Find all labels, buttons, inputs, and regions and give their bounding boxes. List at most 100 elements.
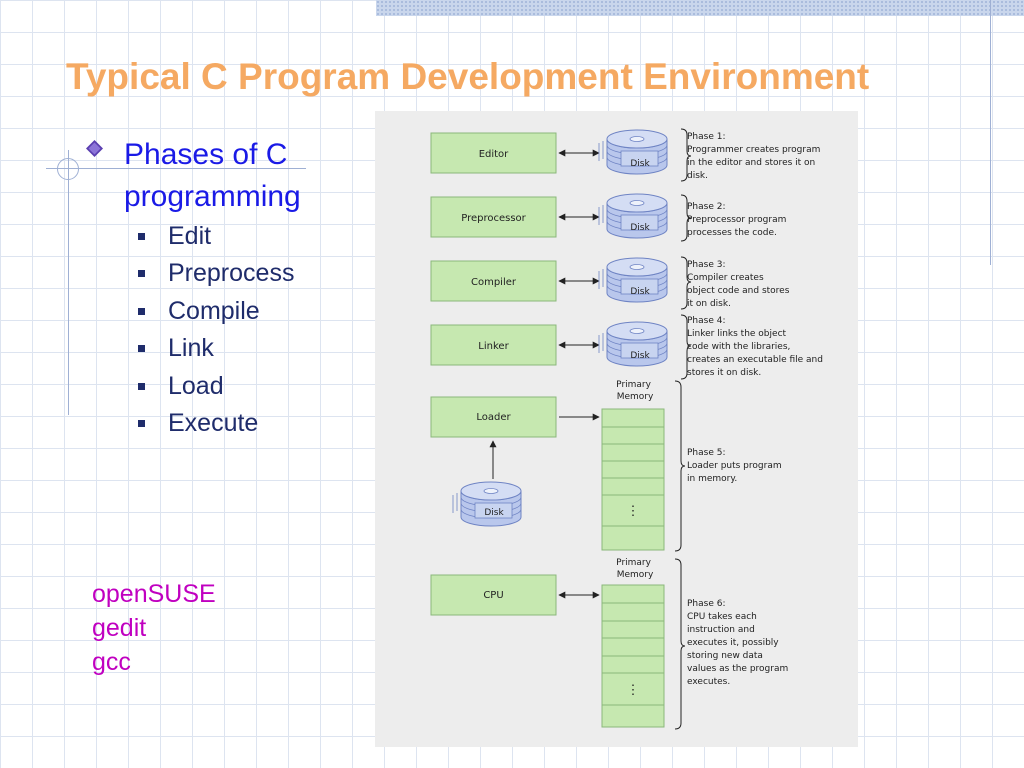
phase-6-line-7: executes.	[687, 677, 730, 687]
phase-4-brace	[680, 314, 692, 380]
slide-title: Typical C Program Development Environmen…	[66, 56, 870, 97]
disk-label: Disk	[630, 351, 650, 361]
cpu-box	[430, 574, 557, 616]
primary-memory-label: Primary Memory	[616, 380, 654, 402]
stage-preprocessor: Preprocessor Disk Phase 2: Preprocessor …	[430, 193, 789, 242]
phase-6-line-6: values as the program	[687, 664, 788, 674]
phase-4-text: Phase 4: Linker links the object code wi…	[687, 316, 826, 378]
stage-loader: Loader Disk Primary Memory ⋮ Phase 5: Lo…	[430, 380, 784, 552]
note-editor: gedit	[92, 614, 147, 642]
diamond-bullet-icon	[86, 140, 103, 157]
bullet-label: Execute	[168, 408, 259, 437]
phase-6-line-5: storing new data	[687, 651, 763, 661]
linker-box	[430, 324, 557, 366]
development-phases-figure: Editor Disk Phase 1: Programmer creates …	[375, 111, 858, 747]
phase-2-line-2: Preprocessor program	[687, 215, 786, 225]
left-decor-circle	[57, 158, 79, 180]
bullet-label: Compile	[168, 296, 260, 325]
tools-notes: openSUSE gedit gcc	[92, 577, 216, 679]
disk-label: Disk	[630, 159, 650, 169]
main-bullet-text: Phases of C programming	[124, 138, 301, 213]
disk-label: Disk	[630, 287, 650, 297]
phase-5-line-3: in memory.	[687, 474, 737, 484]
primary-memory-2-line-2: Memory	[617, 570, 654, 580]
phase-2-text: Phase 2: Preprocessor program processes …	[687, 202, 789, 238]
phase-1-line-2: Programmer creates program	[687, 145, 820, 155]
phase-4-line-4: creates an executable file and	[687, 355, 823, 365]
main-bullet: Phases of C programming	[86, 134, 346, 218]
phase-6-brace	[674, 558, 686, 730]
memory-rows	[602, 426, 664, 527]
editor-box	[430, 132, 557, 174]
cpu-label: CPU	[483, 590, 503, 601]
phase-6-text: Phase 6: CPU takes each instruction and …	[687, 599, 791, 687]
memory-rows-2	[602, 602, 664, 706]
phase-1-line-3: in the editor and stores it on	[687, 158, 815, 168]
bullet-label: Preprocess	[168, 259, 295, 288]
square-bullet-icon	[138, 382, 145, 390]
phase-1-text: Phase 1: Programmer creates program in t…	[687, 132, 823, 181]
phase-4-line-5: stores it on disk.	[687, 368, 761, 378]
stage-cpu: CPU Primary Memory ⋮ Phase 6: CPU takes …	[430, 558, 791, 730]
phase-5-line-2: Loader puts program	[687, 461, 782, 471]
square-bullet-icon	[138, 345, 145, 353]
phase-6-line-4: executes it, possibly	[687, 638, 779, 648]
disk-label: Disk	[484, 508, 504, 518]
right-decor-line	[990, 0, 991, 265]
phase-6-line-3: instruction and	[687, 625, 755, 635]
phase-5-line-1: Phase 5:	[687, 448, 726, 458]
phase-3-line-4: it on disk.	[687, 299, 731, 309]
phase-4-line-1: Phase 4:	[687, 316, 726, 326]
phase-4-line-2: Linker links the object	[687, 329, 787, 339]
left-decor-line	[68, 150, 69, 415]
primary-memory-2-line-1: Primary	[616, 558, 651, 568]
phase-6-line-1: Phase 6:	[687, 599, 726, 609]
phase-1-line-4: disk.	[687, 171, 708, 181]
loader-box	[430, 396, 557, 438]
phase-3-line-3: object code and stores	[687, 286, 790, 296]
compiler-box	[430, 260, 557, 302]
bullet-label: Edit	[168, 222, 212, 250]
phase-5-text: Phase 5: Loader puts program in memory.	[687, 448, 784, 484]
primary-memory-line-1: Primary	[616, 380, 651, 390]
phase-2-line-3: processes the code.	[687, 228, 777, 238]
primary-memory-line-2: Memory	[617, 392, 654, 402]
linker-label: Linker	[478, 341, 509, 352]
bullet-label: Link	[168, 334, 214, 363]
phase-3-text: Phase 3: Compiler creates object code an…	[687, 260, 792, 309]
top-decor-band	[376, 0, 1024, 16]
stage-editor: Editor Disk Phase 1: Programmer creates …	[430, 128, 823, 182]
phase-1-line-1: Phase 1:	[687, 132, 726, 142]
memory-ellipsis: ⋮	[627, 503, 640, 518]
square-bullet-icon	[138, 233, 145, 240]
phase-3-line-2: Compiler creates	[687, 273, 764, 283]
phase-1-brace	[680, 128, 692, 182]
disk-icon	[452, 481, 522, 527]
square-bullet-icon	[138, 419, 145, 427]
bullet-label: Load	[168, 371, 224, 400]
preprocessor-box	[430, 196, 557, 238]
phases-diagram: Editor Disk Phase 1: Programmer creates …	[375, 111, 858, 747]
compiler-label: Compiler	[471, 277, 517, 288]
square-bullet-icon	[138, 307, 145, 315]
note-compiler: gcc	[92, 648, 131, 676]
stage-compiler: Compiler Disk Phase 3: Compiler creates …	[430, 256, 792, 310]
phase-2-brace	[680, 194, 692, 242]
square-bullet-icon	[138, 270, 145, 278]
editor-label: Editor	[479, 149, 509, 160]
left-decor-hline	[46, 168, 306, 169]
stage-linker: Linker Disk Phase 4: Linker links the ob…	[430, 314, 826, 380]
memory-ellipsis-2: ⋮	[627, 682, 640, 697]
phase-3-line-1: Phase 3:	[687, 260, 726, 270]
primary-memory-label-2: Primary Memory	[616, 558, 654, 580]
loader-label: Loader	[476, 412, 511, 423]
preprocessor-label: Preprocessor	[461, 213, 526, 224]
phase-5-brace	[674, 380, 686, 552]
phase-2-line-1: Phase 2:	[687, 202, 726, 212]
disk-label: Disk	[630, 223, 650, 233]
primary-memory-block	[601, 408, 665, 551]
phase-3-brace	[680, 256, 692, 310]
phase-4-line-3: code with the libraries,	[687, 342, 790, 352]
note-os: openSUSE	[92, 580, 216, 608]
phase-6-line-2: CPU takes each	[687, 612, 757, 622]
